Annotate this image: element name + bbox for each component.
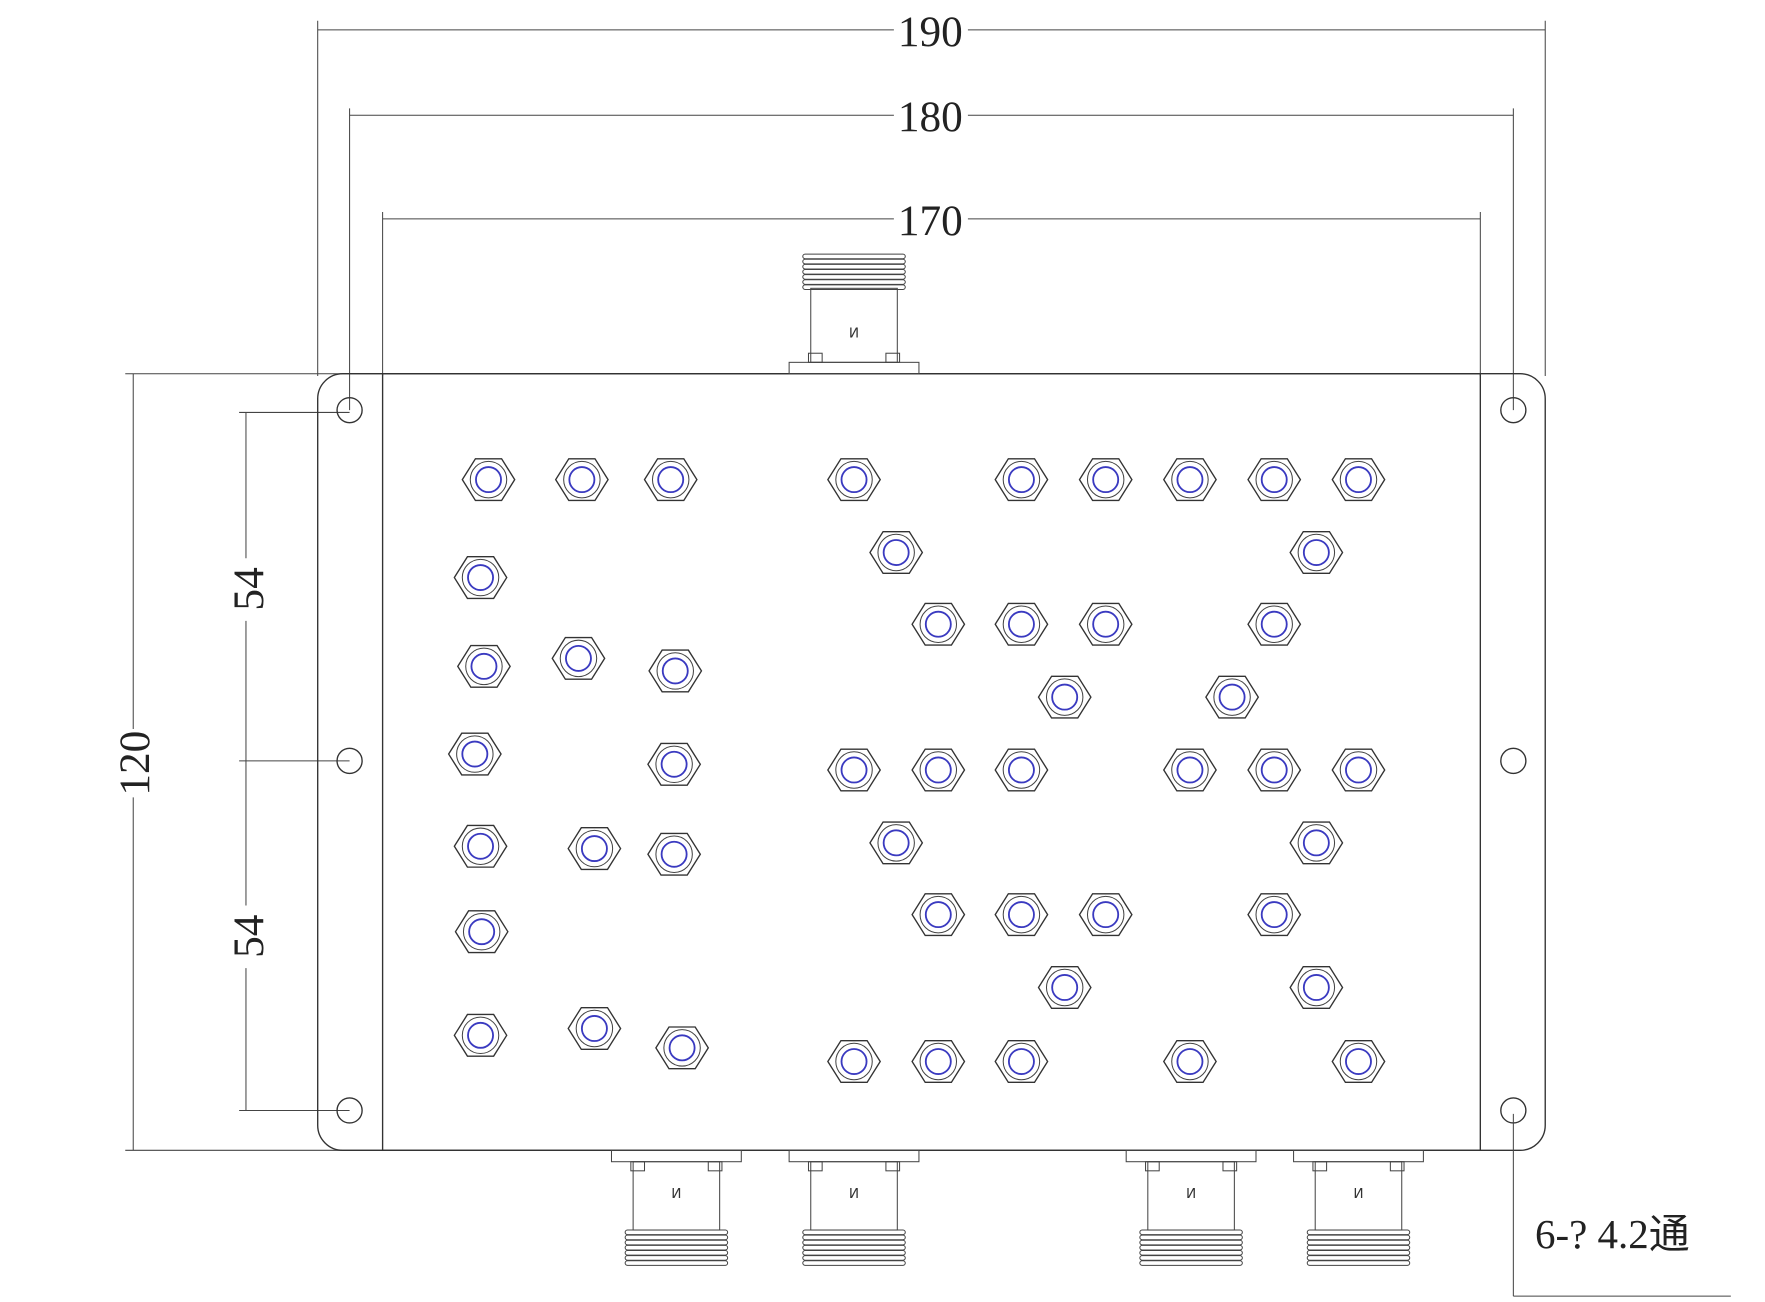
tuning-screw-hex-nut — [655, 1026, 710, 1070]
tuning-screw-hex-nut — [1078, 893, 1133, 937]
mounting-hole — [1500, 396, 1527, 424]
tuning-screw-hex-nut — [1037, 965, 1092, 1010]
tuning-screw-hex-nut — [869, 821, 924, 865]
tuning-screw-hex-nut — [911, 893, 966, 937]
tuning-screw-hex-nut — [994, 748, 1049, 792]
tuning-screw-hex-nut — [827, 458, 882, 502]
tuning-screw-hex-nut — [647, 832, 702, 876]
tuning-screw-hex-nut — [1331, 1039, 1386, 1084]
tuning-screw-hex-nut — [461, 458, 516, 502]
dim-label-190: 190 — [898, 8, 963, 56]
dim-label-54-upper: 54 — [225, 567, 273, 610]
tuning-screw-hex-nut — [827, 748, 882, 792]
tuning-screw-hex-nut — [1289, 821, 1344, 865]
dim-label-120: 120 — [111, 731, 159, 796]
tuning-screw-hex-nut — [447, 732, 502, 776]
tuning-screw-hex-nut — [994, 602, 1049, 646]
hole-note-text: 6-? 4.2通 — [1535, 1211, 1690, 1257]
tuning-screw-hex-nut — [647, 742, 702, 786]
tuning-screw-hex-nut — [1247, 458, 1302, 502]
tuning-screw-hex-nut — [1078, 458, 1133, 502]
n-type-connector: И — [1125, 1149, 1257, 1266]
tuning-screw-hex-nut — [994, 458, 1049, 502]
dimension-54-lower: 54 — [225, 760, 350, 1111]
n-type-connector: И — [1293, 1149, 1424, 1266]
tuning-screw-hex-nut — [643, 458, 698, 502]
connector-mark: И — [671, 1186, 681, 1202]
mounting-hole — [336, 396, 363, 424]
tuning-screw-hex-nut — [994, 893, 1049, 937]
tuning-screw-hex-nut — [1247, 602, 1302, 646]
tuning-screw-hex-nut — [453, 1013, 508, 1057]
n-type-connector: И — [788, 1149, 920, 1266]
tuning-screw-hex-nut — [453, 556, 508, 600]
n-type-connector: И — [610, 1149, 742, 1266]
dim-label-54-lower: 54 — [225, 915, 273, 958]
tuning-screw-hex-nut — [1162, 458, 1217, 502]
tuning-screw-hex-nut — [456, 644, 511, 688]
tuning-screw-hex-nut — [994, 1039, 1049, 1084]
tuning-screw-hex-nut — [1331, 458, 1386, 502]
n-type-connector: И — [788, 253, 920, 375]
tuning-screw-hex-nut — [454, 910, 509, 954]
tuning-screw-hex-nut — [648, 649, 703, 693]
tuning-screw-hex-nut — [911, 602, 966, 646]
tuning-screw-hex-nut — [1247, 893, 1302, 937]
tuning-screw-hex-nut — [911, 1039, 966, 1084]
dimension-120: 120 — [111, 373, 383, 1151]
mounting-hole — [336, 747, 363, 775]
connector-mark: И — [849, 1186, 859, 1202]
hole-note: 6-? 4.2通 — [1512, 1113, 1731, 1297]
mounting-hole — [1500, 747, 1527, 775]
tuning-screw-hex-nut — [1078, 602, 1133, 646]
tuning-screw-hex-nut — [1162, 1039, 1217, 1084]
dimension-180: 180 — [349, 93, 1514, 411]
mounting-flange — [317, 373, 1546, 1152]
tuning-screw-hex-nut — [911, 748, 966, 792]
tuning-screw-hex-nut — [551, 636, 606, 680]
tuning-screw-hex-nut — [1205, 675, 1260, 719]
connector-mark: И — [849, 325, 859, 341]
mounting-hole — [336, 1097, 363, 1124]
tuning-screw-hex-nut — [1247, 748, 1302, 792]
tuning-screw-hex-nut — [1162, 748, 1217, 792]
tuning-screw-hex-nut — [1289, 530, 1344, 575]
tuning-screw-hex-nut — [827, 1039, 882, 1084]
dimension-190: 190 — [317, 8, 1546, 377]
dimension-170: 170 — [382, 197, 1481, 377]
dim-label-180: 180 — [898, 93, 963, 141]
tuning-screw-hex-nut — [1331, 748, 1386, 792]
connector-mark: И — [1353, 1186, 1363, 1202]
dim-label-170: 170 — [898, 197, 963, 245]
filter-body — [381, 373, 1482, 1152]
tuning-screw-hex-nut — [567, 1006, 622, 1051]
tuning-screw-hex-nut — [453, 824, 508, 868]
tuning-screw-hex-nut — [1037, 675, 1092, 719]
tuning-screw-hex-nut — [567, 827, 622, 871]
tuning-screw-hex-nut — [554, 458, 609, 502]
dimension-54-upper: 54 — [225, 411, 350, 762]
tuning-screw-hex-nut — [1289, 965, 1344, 1010]
tuning-screw-hex-nut — [869, 530, 924, 575]
connector-mark: И — [1186, 1186, 1196, 1202]
